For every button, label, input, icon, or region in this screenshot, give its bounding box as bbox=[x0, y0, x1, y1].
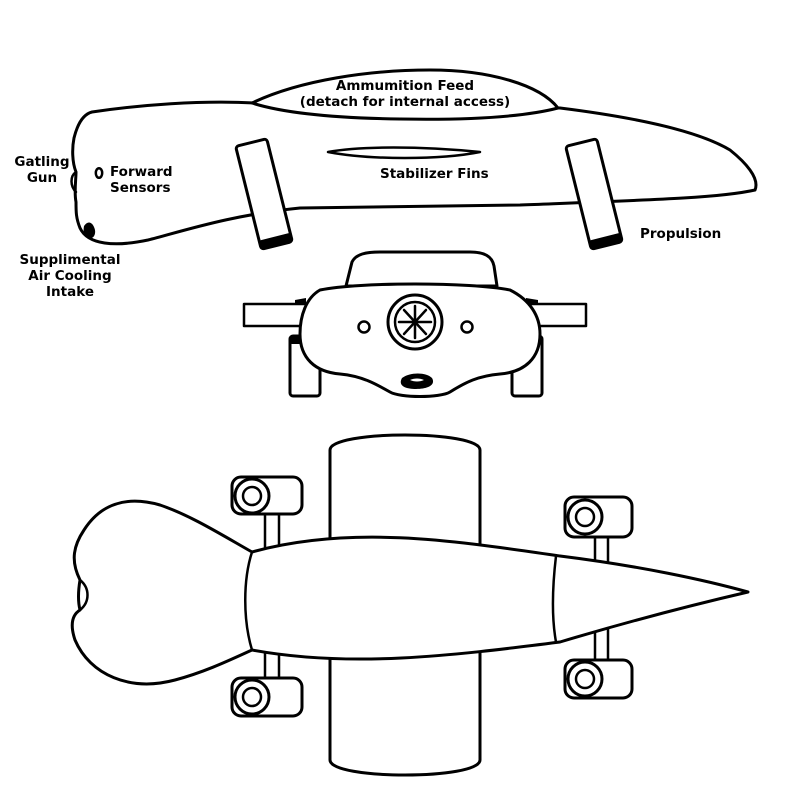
top-view-pod-rear-left bbox=[563, 495, 634, 539]
front-sensor-right bbox=[460, 320, 474, 334]
air-intake-label: Supplimental bbox=[20, 252, 121, 268]
stabilizer-fin bbox=[326, 146, 482, 160]
propulsion-pod-front bbox=[234, 137, 294, 251]
top-view-pod-front-left bbox=[230, 475, 304, 516]
top-view bbox=[70, 433, 750, 777]
top-view-hull-seam-rear bbox=[551, 554, 558, 644]
top-view-pod-front-right bbox=[230, 676, 304, 718]
top-view-gun-notch bbox=[78, 578, 89, 612]
forward-sensor bbox=[94, 166, 104, 180]
ammunition-feed-pod bbox=[250, 68, 560, 121]
air-intake-label-3: Intake bbox=[46, 284, 94, 300]
front-sensor-left bbox=[357, 320, 371, 334]
front-view-strut-left bbox=[242, 302, 308, 328]
top-view-hull-seam-front bbox=[244, 550, 254, 652]
air-cooling-intake bbox=[83, 222, 96, 239]
gatling-gun-muzzle bbox=[70, 170, 78, 194]
ammunition-feed-label: Ammumition Feed bbox=[336, 78, 474, 94]
propulsion-label: Propulsion bbox=[640, 226, 721, 242]
forward-sensors-label-2: Sensors bbox=[110, 180, 171, 196]
stabilizer-fins-label: Stabilizer Fins bbox=[380, 166, 489, 182]
propulsion-pod-rear bbox=[564, 137, 624, 251]
gatling-gun-label: Gatling bbox=[14, 154, 69, 170]
forward-sensors-label: Forward bbox=[110, 164, 173, 180]
front-view-strut-detail bbox=[295, 298, 306, 304]
top-view-hull bbox=[70, 499, 750, 686]
gatling-gun-hub bbox=[412, 319, 418, 325]
gatling-gun-label-2: Gun bbox=[27, 170, 57, 186]
ammunition-feed-note: (detach for internal access) bbox=[300, 94, 510, 110]
top-view-pod-rear-right bbox=[563, 658, 634, 700]
side-view bbox=[70, 68, 758, 251]
front-view bbox=[242, 250, 588, 398]
front-view-feed-pod bbox=[344, 250, 499, 288]
front-air-intake-detail bbox=[410, 378, 424, 382]
air-intake-label-2: Air Cooling bbox=[28, 268, 111, 284]
